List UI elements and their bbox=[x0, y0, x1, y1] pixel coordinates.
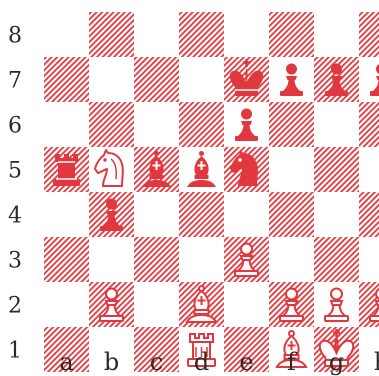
square-c4 bbox=[134, 192, 179, 237]
square-a6 bbox=[44, 102, 89, 147]
square-d3 bbox=[179, 237, 224, 282]
square-h5 bbox=[359, 147, 379, 192]
square-b6 bbox=[89, 102, 134, 147]
file-label: g bbox=[329, 348, 344, 376]
square-c2 bbox=[134, 282, 179, 327]
square-d4 bbox=[179, 192, 224, 237]
square-d7 bbox=[179, 57, 224, 102]
rank-label: 6 bbox=[8, 114, 22, 139]
rank-label: 4 bbox=[8, 204, 22, 229]
square-b3 bbox=[89, 237, 134, 282]
square-a8 bbox=[44, 12, 89, 57]
rank-label: 8 bbox=[8, 24, 22, 49]
square-b7 bbox=[89, 57, 134, 102]
square-g8 bbox=[314, 12, 359, 57]
square-a3 bbox=[44, 237, 89, 282]
square-c3 bbox=[134, 237, 179, 282]
rank-label: 2 bbox=[8, 294, 22, 319]
file-label: a bbox=[59, 348, 73, 376]
square-f3 bbox=[269, 237, 314, 282]
square-h8 bbox=[359, 12, 379, 57]
square-g3 bbox=[314, 237, 359, 282]
file-label: d bbox=[194, 348, 209, 376]
square-d8 bbox=[179, 12, 224, 57]
square-c6 bbox=[134, 102, 179, 147]
file-label: b bbox=[104, 348, 119, 376]
rank-label: 3 bbox=[8, 249, 22, 274]
rank-label: 1 bbox=[8, 339, 22, 364]
square-f4 bbox=[269, 192, 314, 237]
square-g5 bbox=[314, 147, 359, 192]
file-label: h bbox=[374, 348, 379, 376]
square-b8 bbox=[89, 12, 134, 57]
square-c7 bbox=[134, 57, 179, 102]
square-g6 bbox=[314, 102, 359, 147]
file-label: c bbox=[150, 348, 163, 376]
square-e4 bbox=[224, 192, 269, 237]
square-e2 bbox=[224, 282, 269, 327]
square-a4 bbox=[44, 192, 89, 237]
file-label: e bbox=[239, 348, 253, 376]
square-a7 bbox=[44, 57, 89, 102]
square-f8 bbox=[269, 12, 314, 57]
square-h3 bbox=[359, 237, 379, 282]
square-g4 bbox=[314, 192, 359, 237]
square-f6 bbox=[269, 102, 314, 147]
square-h4 bbox=[359, 192, 379, 237]
rank-label: 7 bbox=[8, 69, 22, 94]
square-h6 bbox=[359, 102, 379, 147]
square-d6 bbox=[179, 102, 224, 147]
square-e8 bbox=[224, 12, 269, 57]
rank-labels: 8 7 6 5 4 3 2 1 bbox=[8, 24, 22, 364]
rank-label: 5 bbox=[8, 159, 22, 184]
square-a2 bbox=[44, 282, 89, 327]
square-f5 bbox=[269, 147, 314, 192]
square-c8 bbox=[134, 12, 179, 57]
